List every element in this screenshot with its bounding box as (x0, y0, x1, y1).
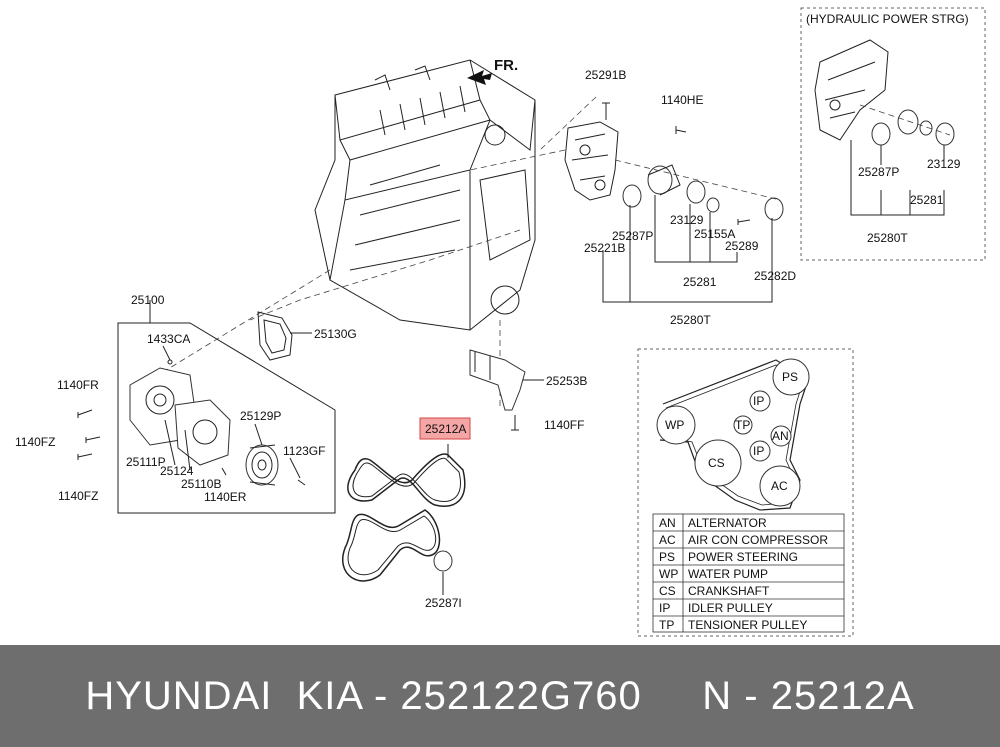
label-1433CA: 1433CA (147, 332, 190, 346)
legend-code-tp: TP (659, 618, 674, 632)
legend-code-wp: WP (659, 567, 678, 581)
legend-name-cs: CRANKSHAFT (688, 584, 770, 598)
label-25253B: 25253B (546, 374, 587, 388)
pulley-ac (759, 465, 801, 507)
pulley-tp-label: TP (735, 418, 750, 432)
engine-block-drawing (314, 59, 536, 331)
hps-label-25281: 25281 (910, 193, 944, 207)
hydraulic-power-steering-inset: (HYDRAULIC POWER STRG) 25287P 23129 2528… (800, 7, 986, 261)
pulley-ip-bottom (749, 440, 771, 462)
label-1140FR: 1140FR (57, 378, 99, 392)
label-25111P: 25111P (126, 455, 166, 469)
water-pump-group (77, 300, 336, 514)
label-25287I: 25287I (425, 596, 462, 610)
legend-code-cs: CS (659, 584, 676, 598)
front-direction-marker: FR. (467, 57, 518, 85)
hps-label-23129: 23129 (927, 157, 961, 171)
pulley-wp-label: WP (665, 418, 684, 432)
legend-name-ip: IDLER PULLEY (688, 601, 773, 615)
exploded-parts-diagram: FR. (HYDRAULIC POWER STRG) (15, 7, 986, 637)
label-25100: 25100 (131, 293, 165, 307)
pulley-ip-bottom-label: IP (753, 444, 764, 458)
label-25282D: 25282D (754, 269, 796, 283)
label-1140FZ-a: 1140FZ (15, 435, 55, 449)
label-25221B: 25221B (584, 241, 625, 255)
label-25155A: 25155A (694, 227, 735, 241)
hydraulic-box-title: (HYDRAULIC POWER STRG) (806, 12, 969, 26)
label-25110B: 25110B (181, 477, 221, 491)
legend-name-tp: TENSIONER PULLEY (688, 618, 807, 632)
pulley-an-label: AN (772, 429, 789, 443)
label-25287P: 25287P (612, 229, 653, 243)
drive-belt-25212A (342, 444, 466, 595)
label-1140ER: 1140ER (204, 490, 247, 504)
legend-code-ac: AC (659, 533, 676, 547)
tensioner-assembly (564, 102, 784, 225)
pulley-cs-label: CS (708, 456, 725, 470)
label-1123GF: 1123GF (283, 444, 325, 458)
legend-name-an: ALTERNATOR (688, 516, 767, 530)
label-25289: 25289 (725, 239, 759, 253)
legend-code-ps: PS (659, 550, 675, 564)
pulley-ps (772, 358, 810, 396)
pulley-ps-label: PS (782, 370, 798, 384)
pulley-cs (694, 439, 742, 487)
legend-code-an: AN (659, 516, 676, 530)
label-23129: 23129 (670, 213, 704, 227)
pulley-ac-label: AC (771, 479, 788, 493)
label-25280T: 25280T (670, 313, 711, 327)
hps-label-25287P: 25287P (858, 165, 899, 179)
pulley-legend-table: AN ALTERNATOR AC AIR CON COMPRESSOR PS P… (652, 513, 845, 633)
label-1140HE: 1140HE (661, 93, 703, 107)
label-25281: 25281 (683, 275, 717, 289)
pulley-tp (733, 415, 753, 435)
legend-code-ip: IP (659, 601, 670, 615)
label-1140FZ-b: 1140FZ (58, 489, 98, 503)
legend-name-ac: AIR CON COMPRESSOR (688, 533, 828, 547)
part-number-footer: HYUNDAI KIA - 252122G760 N - 25212A (0, 645, 1000, 747)
front-label: FR. (494, 57, 518, 74)
hps-label-25280T: 25280T (867, 231, 908, 245)
belt-routing-inset: PS IP WP TP AN IP CS AC AN ALTERNATOR AC… (637, 348, 854, 637)
pulley-ip-top (749, 390, 771, 412)
highlighted-part-box (419, 417, 471, 440)
label-25291B: 25291B (585, 68, 626, 82)
pulley-an (770, 425, 792, 447)
label-25212A: 25212A (425, 422, 466, 436)
legend-name-ps: POWER STEERING (688, 550, 798, 564)
label-25129P: 25129P (240, 409, 281, 423)
part-number-text: HYUNDAI KIA - 252122G760 N - 25212A (85, 673, 915, 718)
label-25130G: 25130G (314, 327, 357, 341)
legend-name-wp: WATER PUMP (688, 567, 768, 581)
pulley-ip-top-label: IP (753, 394, 764, 408)
pulley-wp (656, 405, 696, 445)
bracket-25253B (469, 349, 544, 431)
label-25124: 25124 (160, 464, 194, 478)
label-1140FF: 1140FF (544, 418, 584, 432)
